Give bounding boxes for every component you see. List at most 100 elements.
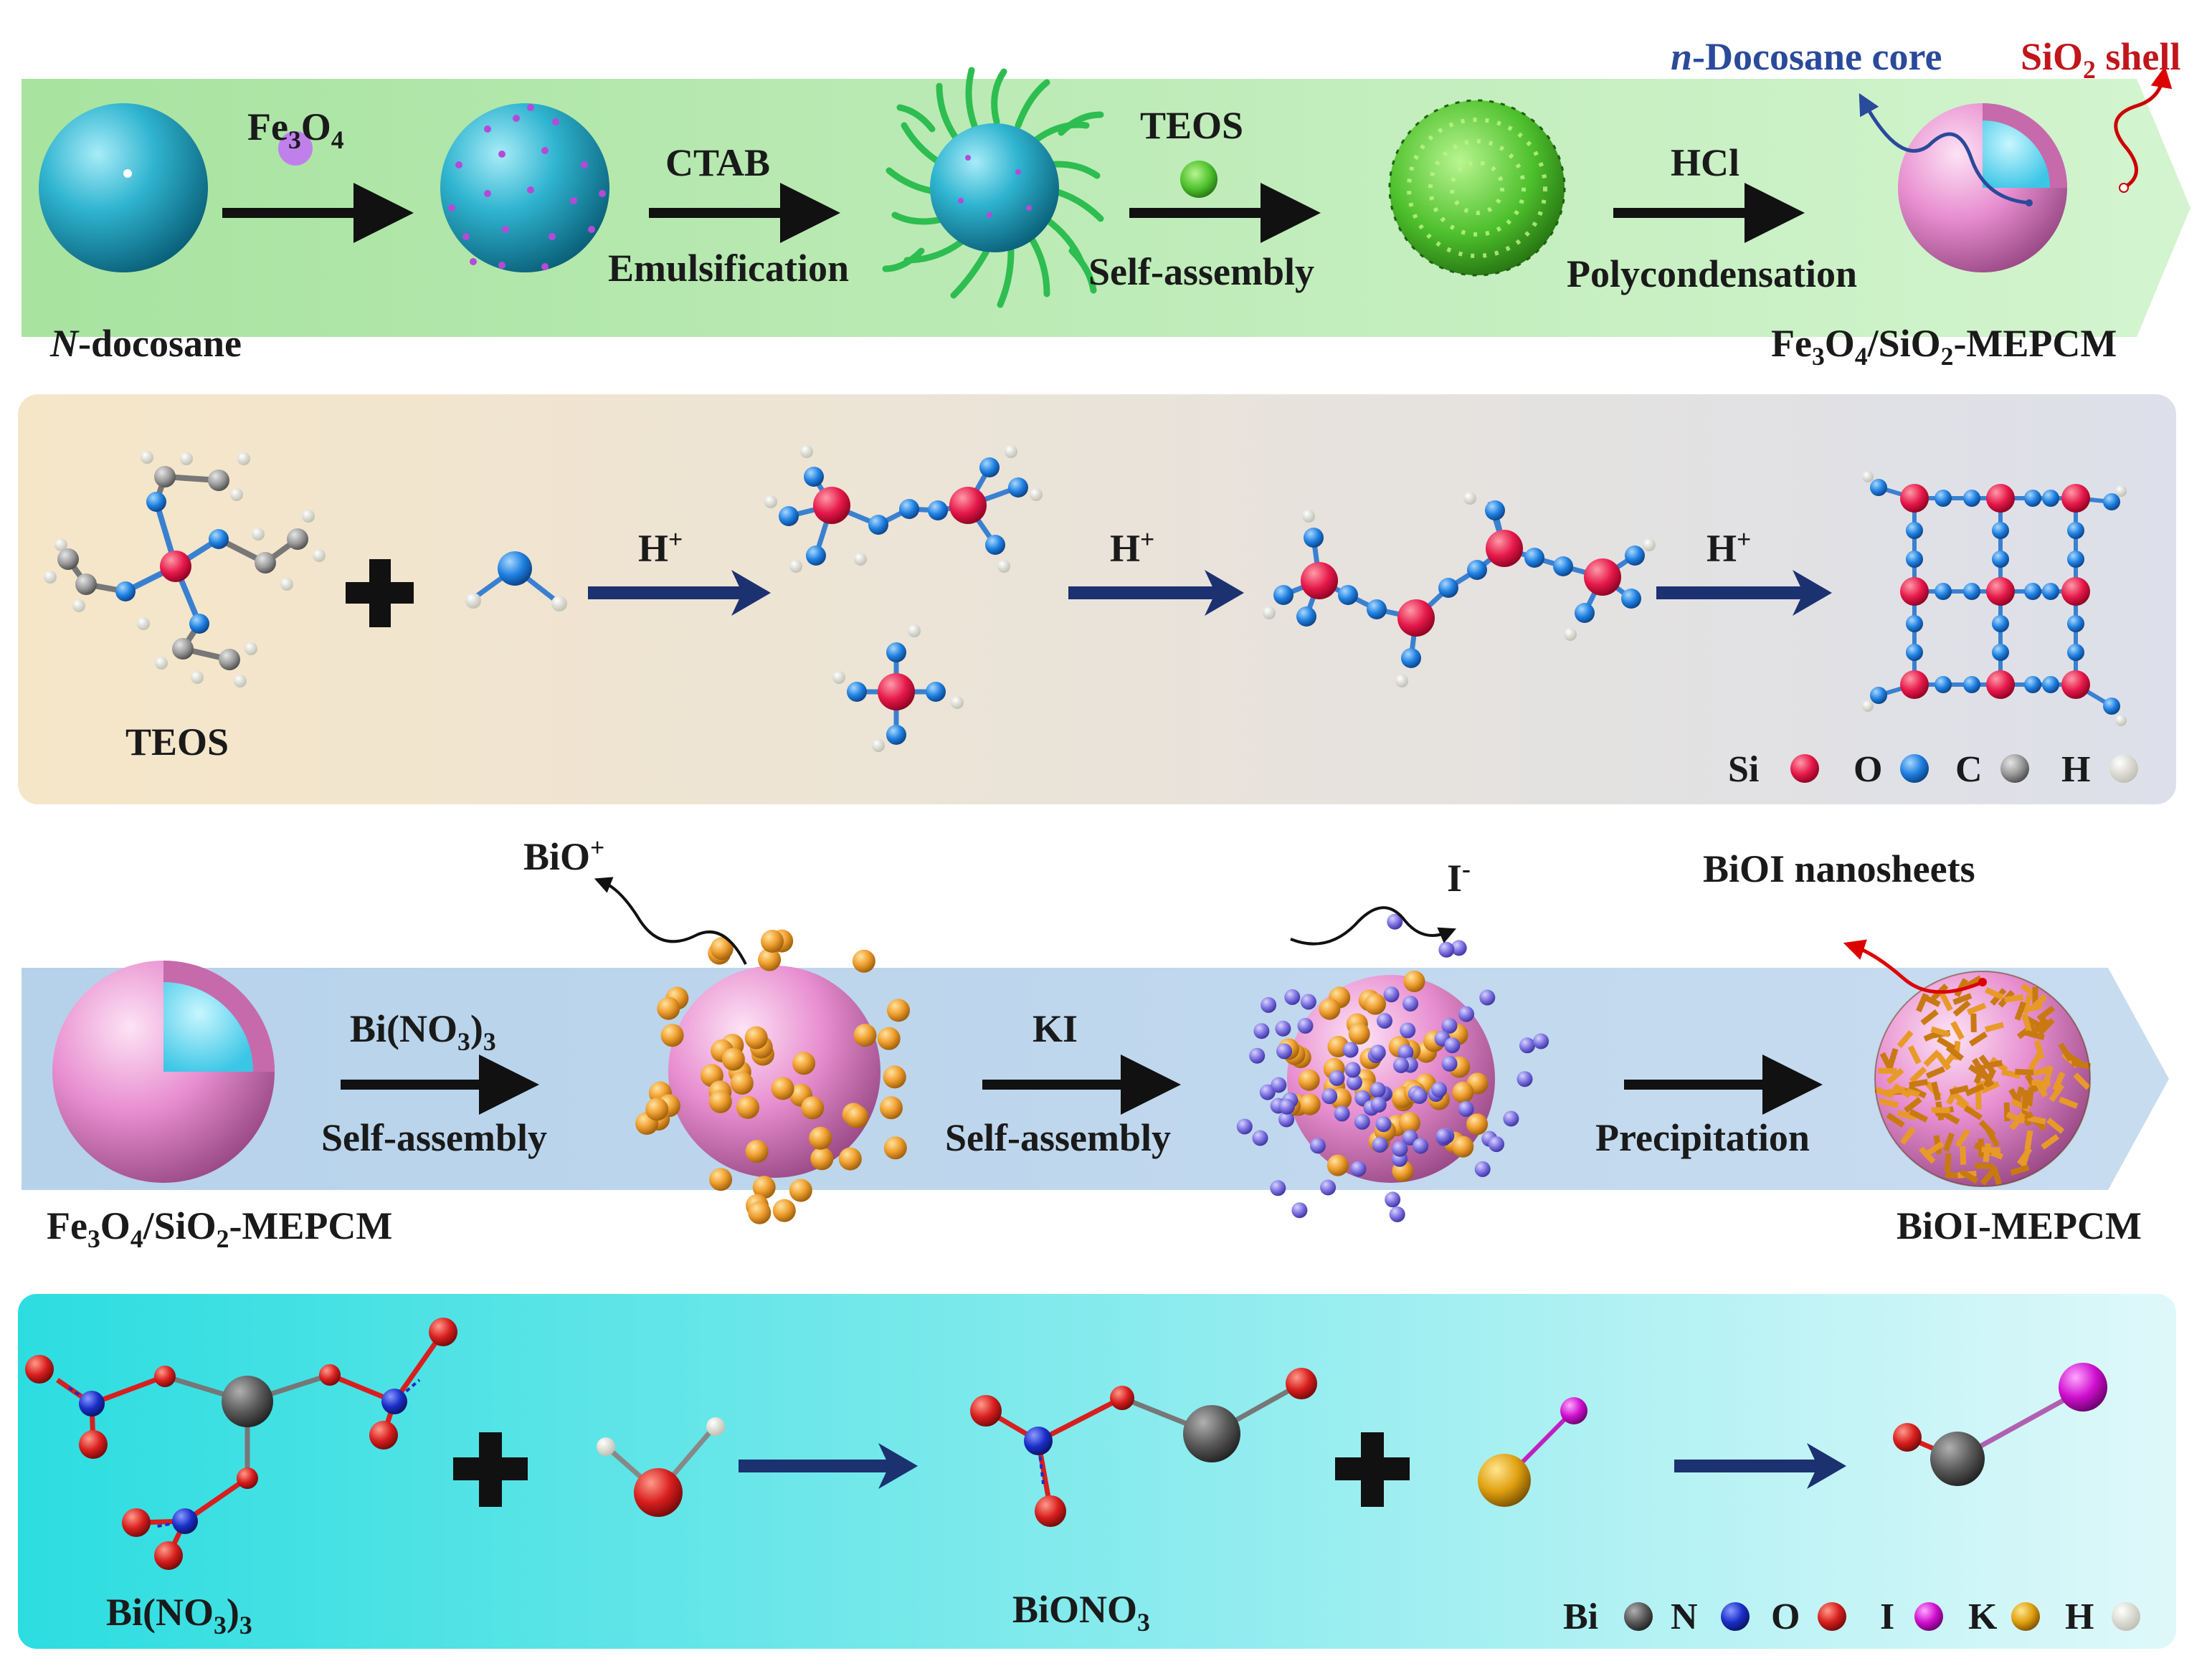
bioi-nanosheet <box>2003 1102 2011 1122</box>
bioi-sphere <box>1874 971 2091 1187</box>
iodide-particle <box>1278 1098 1295 1115</box>
bio-plus-particle <box>730 1072 754 1095</box>
iodide-particle <box>1413 1138 1429 1154</box>
bioi-nanosheets-label: BiOI nanosheets <box>1703 847 1975 890</box>
h-plus-label-2: H+ <box>1110 525 1155 570</box>
bioi-nanosheet <box>2015 1068 2034 1076</box>
iodide-particle <box>1309 1138 1326 1154</box>
panel-4-background <box>18 1294 2176 1649</box>
self-assembly-label-3: Self-assembly <box>945 1116 1171 1159</box>
bio-plus-particle <box>1364 993 1386 1015</box>
iodide-particle <box>1275 1020 1291 1037</box>
bioi-nanosheet <box>1909 1108 1929 1123</box>
bioi-nanosheet <box>1980 1080 2000 1094</box>
bioi-nanosheet <box>1973 1064 1986 1084</box>
iodide-particle <box>1441 1055 1458 1072</box>
acid-arrow-1 <box>588 570 771 616</box>
panel-4-legend-dots <box>1624 1602 2140 1631</box>
bio-plus-particle <box>853 1024 877 1047</box>
start-label-2: Fe3O4/SiO2-MEPCM <box>47 1204 393 1253</box>
iodide-particle <box>1252 1130 1268 1146</box>
bioi-nanosheet <box>1930 1026 1950 1038</box>
bioi-nanosheet <box>1963 1105 1983 1120</box>
self-assembly-label-1: Self-assembly <box>1088 250 1314 293</box>
bioi-nanosheet <box>1916 993 1929 1013</box>
bi-nitrate-molecule <box>25 1318 457 1570</box>
bio-plus-particle <box>771 1077 794 1100</box>
legend-n-dot <box>1721 1602 1750 1631</box>
iodide-particle <box>1392 1141 1408 1157</box>
iodide-particle <box>1370 1097 1387 1113</box>
acid-arrow-3 <box>1656 570 1832 616</box>
bioi-nanosheet <box>1909 1079 1929 1088</box>
bio-plus-particle <box>721 1047 745 1071</box>
bioi-nanosheet <box>2058 1042 2074 1062</box>
bio-plus-particle <box>736 1095 759 1119</box>
bioi-nanosheet <box>2041 1133 2059 1150</box>
bioi-nanosheet <box>2021 1090 2028 1109</box>
bioi-nanosheet <box>1949 1085 1969 1095</box>
bioi-nanosheet <box>2038 1017 2055 1036</box>
bio-plus-particle <box>1299 1093 1321 1115</box>
iodide-particle <box>1387 913 1403 930</box>
teos-label-1: TEOS <box>1140 104 1244 147</box>
iodide-particle <box>1393 1057 1409 1073</box>
iodide-particle <box>1236 1118 1253 1135</box>
panel-3-bioi-growth <box>22 877 2169 1224</box>
legend-c-label: C <box>1955 749 1983 790</box>
bioi-nanosheet <box>2001 1069 2021 1079</box>
bioi-nanosheet <box>1945 1044 1965 1062</box>
fe3o4-label: Fe3O4 <box>247 105 344 154</box>
iodide-particle <box>1458 1006 1474 1022</box>
bio-plus-particle <box>708 1090 732 1113</box>
iodide-particle <box>1276 1043 1292 1060</box>
iodide-particle <box>1300 994 1316 1010</box>
bio-plus-particle <box>809 1126 832 1150</box>
iodide-particle <box>1261 996 1277 1013</box>
bio-plus-particle <box>1298 1069 1320 1091</box>
bio-plus-particle <box>1452 1136 1474 1158</box>
iodide-particle <box>1291 1202 1308 1219</box>
polycondensation-label: Polycondensation <box>1567 252 1858 295</box>
iodide-particle <box>1474 1161 1491 1177</box>
bioi-nanosheet <box>2049 1083 2065 1103</box>
bi-nitrate-label-2: Bi(NO3)3 <box>106 1591 252 1639</box>
legend-o-dot-2 <box>1818 1602 1846 1631</box>
iodide-particle <box>1402 996 1419 1012</box>
bioi-nanosheet <box>1952 1000 1971 1017</box>
legend-o-label: O <box>1853 749 1883 790</box>
bioi-nanosheet <box>1965 1083 1985 1097</box>
legend-c-dot <box>2000 754 2029 783</box>
bionO3-molecule <box>970 1368 1317 1527</box>
bio-plus-label: BiO+ <box>523 833 605 878</box>
legend-h-label-2: H <box>2065 1596 2094 1637</box>
bioi-nanosheet <box>2059 1096 2079 1109</box>
legend-h-dot-2 <box>2112 1602 2140 1631</box>
iodide-particle <box>1503 1110 1519 1127</box>
teos-molecule <box>44 451 326 687</box>
iodide-particle <box>1479 989 1496 1006</box>
fe3o4-coated-sphere <box>440 103 609 272</box>
iodide-label: I- <box>1447 855 1471 900</box>
bioi-nanosheet <box>1942 1132 1955 1152</box>
bioi-nanosheet <box>2046 1118 2065 1134</box>
docosane-sphere <box>39 103 208 272</box>
bioi-nanosheet <box>2004 994 2024 1003</box>
bio-plus-particle <box>845 1105 869 1128</box>
bioi-nanosheet <box>1923 1049 1941 1067</box>
exchange-arrow <box>1674 1443 1846 1489</box>
legend-o-label-2: O <box>1771 1596 1800 1637</box>
bioi-nanosheet <box>2073 1072 2091 1090</box>
bio-plus-particle <box>772 1199 796 1222</box>
iodide-particle <box>1533 1033 1549 1049</box>
iodide-particle <box>1402 1129 1418 1146</box>
bioi-nanosheet <box>1950 1021 1965 1040</box>
bioi-nanosheet <box>2043 1065 2054 1085</box>
h-plus-label-3: H+ <box>1707 525 1752 570</box>
iodide-particle <box>1321 1088 1338 1105</box>
biono3-label: BiONO3 <box>1012 1588 1150 1637</box>
iodide-particle <box>1259 1084 1276 1100</box>
iodide-particle <box>1350 1161 1367 1177</box>
legend-bi-dot <box>1624 1602 1653 1631</box>
panel-4-bismuth-chemistry <box>18 1294 2176 1649</box>
